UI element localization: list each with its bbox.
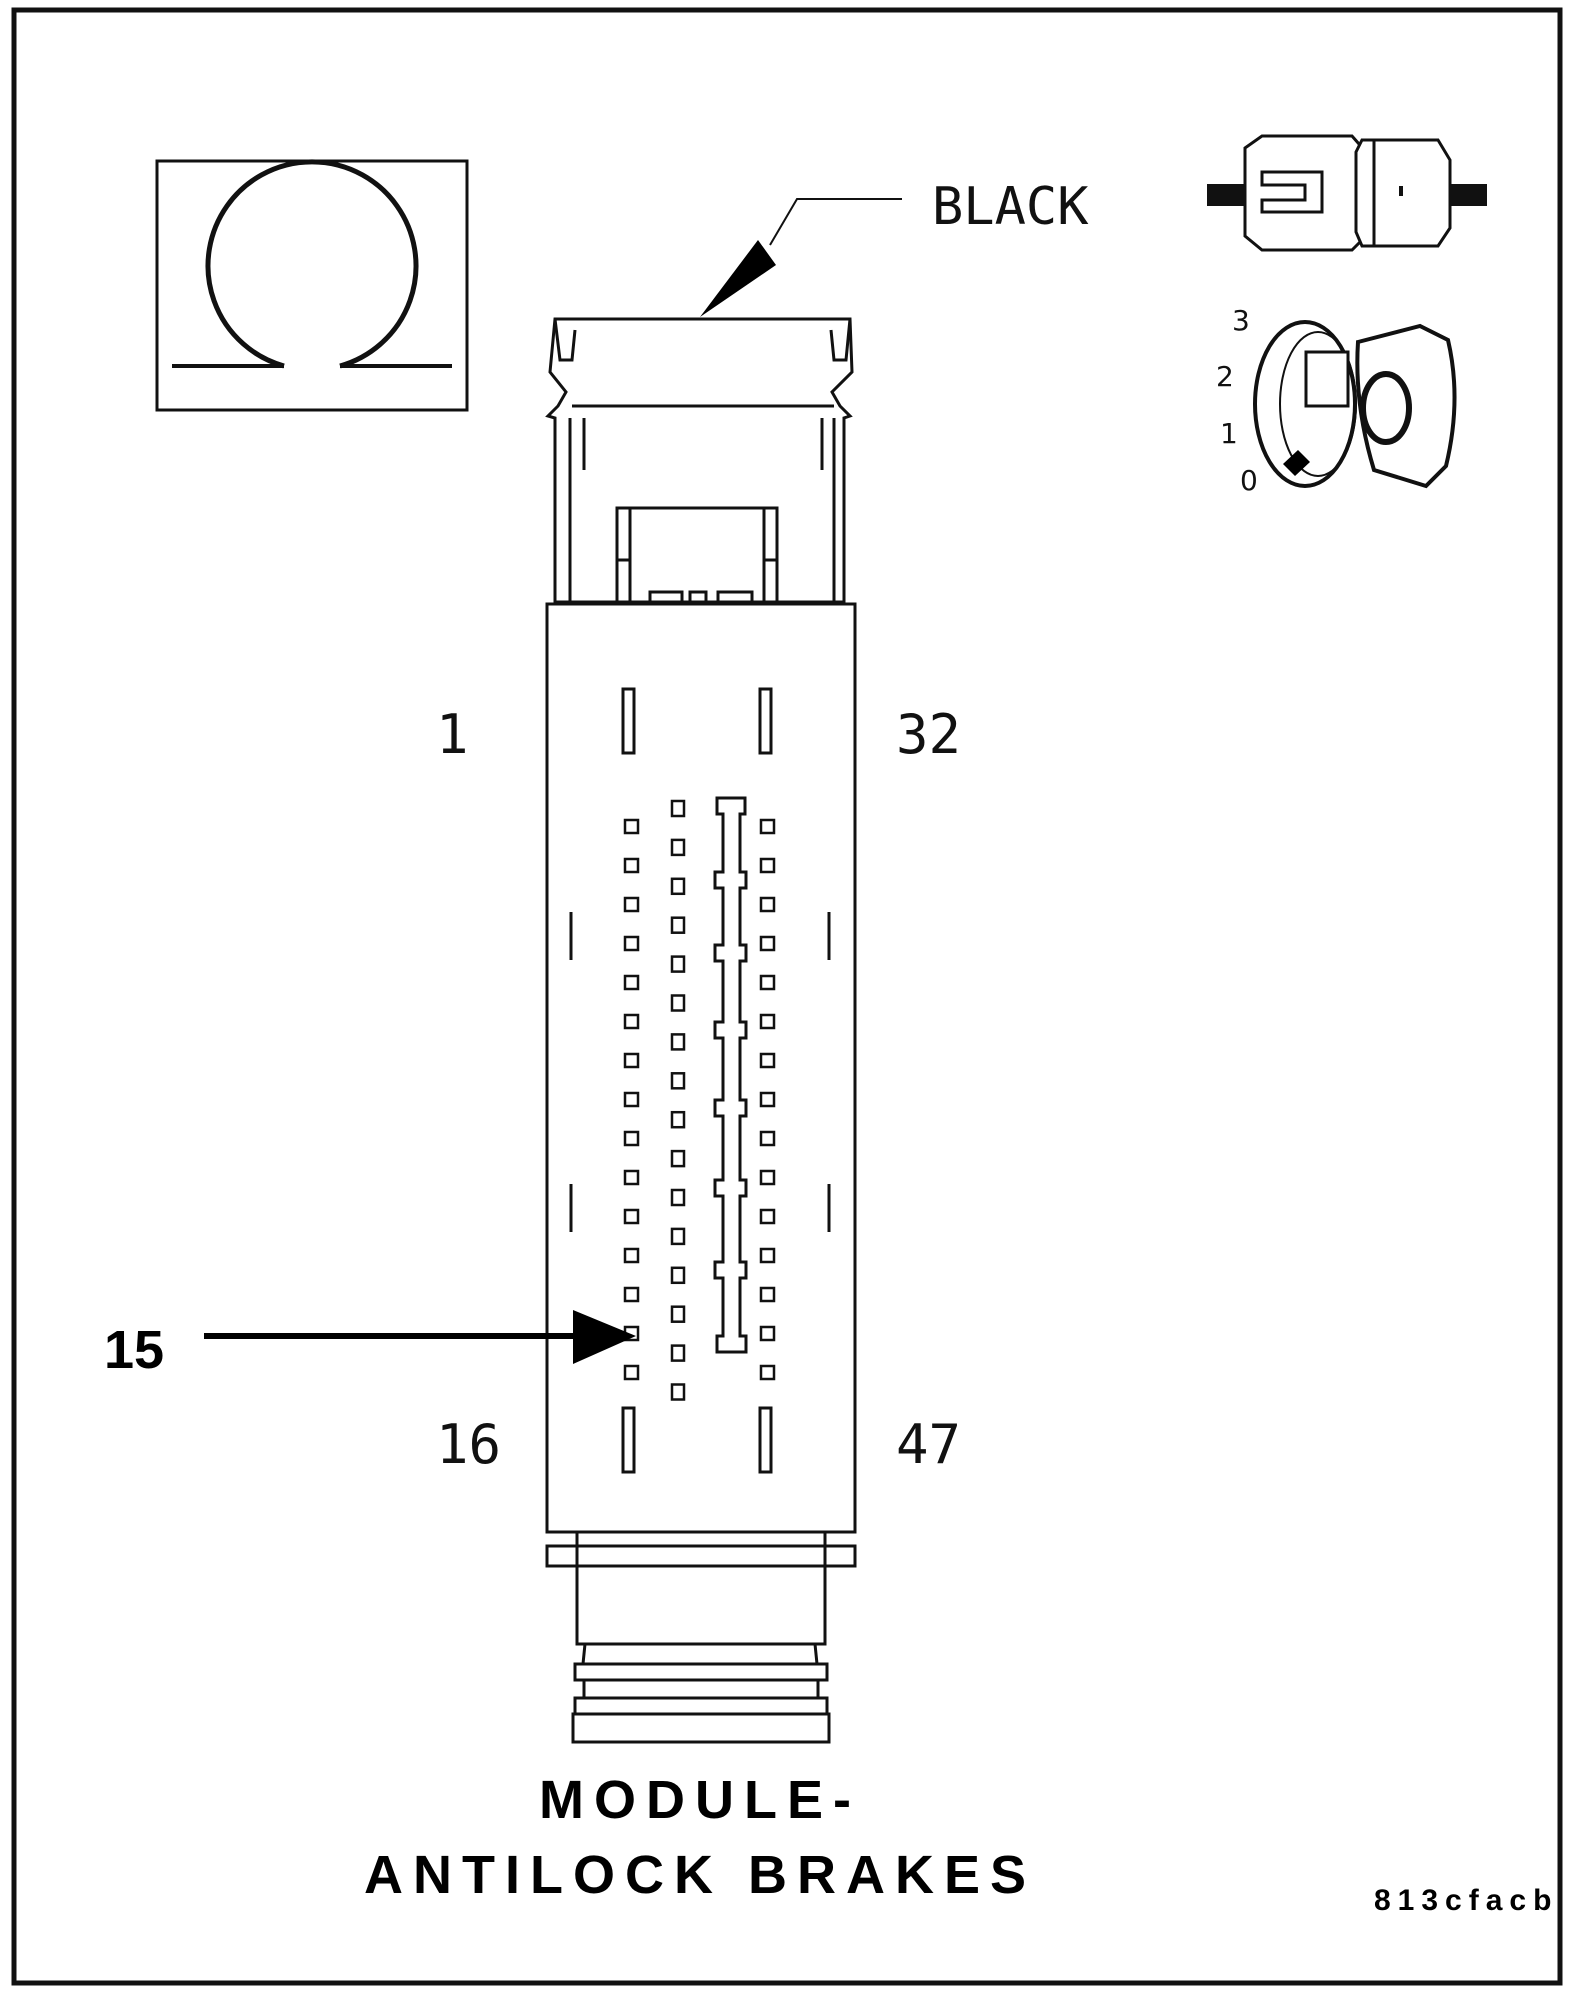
pin-label-top-right: 32	[896, 703, 961, 766]
pin-cavity-middle	[670, 1383, 686, 1401]
pin-cavity-right	[759, 1052, 776, 1069]
pin-cavity-right	[759, 1364, 776, 1381]
pin-cavity-left	[623, 1052, 640, 1069]
color-leader	[700, 198, 902, 317]
pin-label-bottom-left: 16	[436, 1413, 501, 1476]
pin-cavity-right	[759, 1013, 776, 1030]
diagram-title-line2: ANTILOCK BRAKES	[364, 1845, 1036, 1905]
callout-pin-number: 15	[104, 1320, 164, 1380]
pin-cavity-right	[759, 818, 776, 835]
pin-cavity-middle	[670, 1188, 686, 1207]
pin-cavities	[623, 799, 776, 1401]
pin-cavity-middle	[670, 1344, 686, 1362]
pin-cavity-middle	[670, 916, 686, 934]
pin-label-bottom-right: 47	[896, 1413, 961, 1476]
pin-cavity-right	[759, 935, 776, 952]
figure-code: 813cfacb	[1374, 1884, 1558, 1917]
pin-cavity-middle	[670, 1305, 686, 1323]
pin-cavity-middle	[670, 1149, 686, 1168]
pin-cavity-left	[623, 1130, 640, 1147]
key-position-1: 1	[1220, 417, 1238, 450]
ohm-meter-icon	[155, 159, 469, 412]
pin-cavity-left	[623, 1286, 640, 1303]
pin-cavity-left	[623, 1169, 640, 1186]
pin-cavity-left	[623, 896, 640, 913]
callout-arrow	[204, 1310, 636, 1364]
connector-top-cap	[545, 317, 854, 604]
pin-cavity-right	[759, 1325, 776, 1342]
pin-cavity-left	[623, 935, 640, 952]
pin-cavity-middle	[670, 1072, 686, 1090]
pin-cavity-right	[759, 1247, 776, 1264]
pin-cavity-middle	[670, 955, 686, 973]
pin-label-top-left: 1	[436, 703, 469, 766]
pin-cavity-left	[623, 974, 640, 991]
pin-cavity-middle	[670, 877, 686, 896]
pin-cavity-middle	[670, 838, 686, 857]
pin-cavity-left	[623, 1208, 640, 1225]
key-position-0: 0	[1240, 464, 1258, 497]
pin-cavity-right	[759, 1169, 776, 1186]
connector-bottom-boot	[545, 1530, 857, 1744]
connector-color-label: BLACK	[932, 177, 1089, 237]
pin-cavity-middle	[670, 994, 686, 1012]
pin-cavity-right	[759, 857, 776, 874]
key-position-3: 3	[1232, 304, 1250, 337]
pin-cavity-middle	[670, 1227, 686, 1246]
pin-cavity-right	[759, 974, 776, 991]
pin-cavity-left	[623, 1013, 640, 1030]
key-position-2: 2	[1216, 360, 1234, 393]
pin-cavity-right	[759, 1208, 776, 1225]
pin-cavity-right	[759, 1286, 776, 1303]
pin-cavity-right	[759, 1091, 776, 1108]
pin-cavity-middle	[670, 1033, 686, 1051]
pin-cavity-left	[623, 1091, 640, 1108]
pin-cavity-left	[623, 1364, 640, 1381]
ignition-key-icon	[1253, 320, 1457, 489]
connector-center-key	[713, 796, 748, 1354]
disconnected-connector-icon	[1207, 134, 1487, 252]
pin-cavity-left	[623, 1247, 640, 1264]
pin-cavity-middle	[670, 799, 686, 818]
pin-cavity-left	[623, 857, 640, 874]
diagram-title-line1: MODULE-	[539, 1770, 861, 1830]
page-frame	[11, 7, 1563, 1986]
pin-cavity-right	[759, 1130, 776, 1147]
pin-cavity-left	[623, 818, 640, 835]
connector-body	[545, 602, 857, 1534]
pin-cavity-middle	[670, 1266, 686, 1285]
pin-cavity-middle	[670, 1110, 686, 1129]
pin-cavity-right	[759, 896, 776, 913]
